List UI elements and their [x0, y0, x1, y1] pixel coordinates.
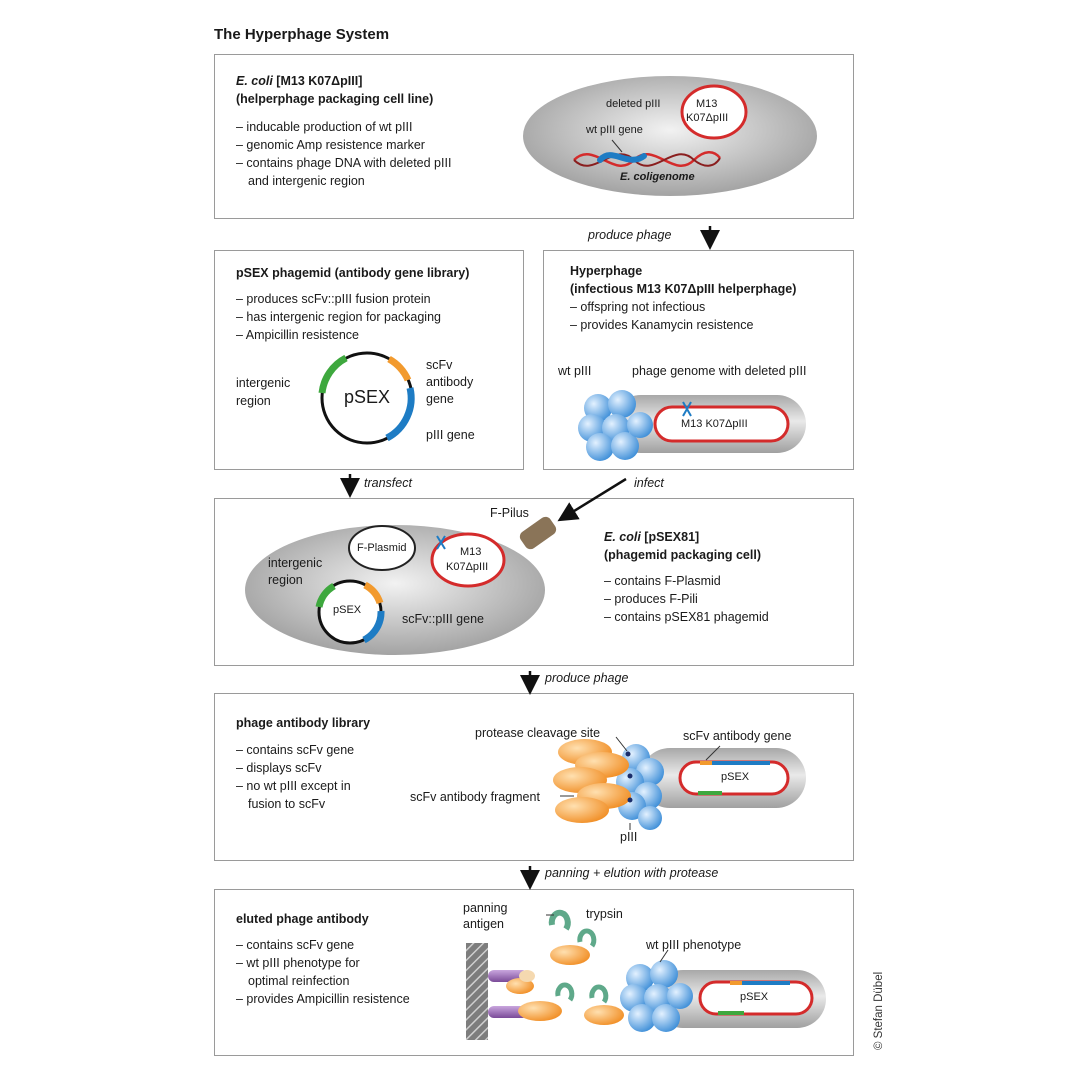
packaging-cell-heading: E. coli [pSEX81] — [604, 530, 700, 544]
eluted-phage-illustration — [466, 909, 826, 1040]
wt-piii-label: wt pIII — [558, 364, 592, 378]
packaging-intergenic-2: region — [268, 573, 303, 587]
plasmid-label-2: K07ΔpIII — [686, 112, 729, 124]
antigen-label-2: antigen — [463, 917, 505, 931]
list-item: – provides Ampicillin resistence — [236, 992, 410, 1006]
hyperphage-illustration — [578, 390, 806, 461]
list-item: – produces F-Pili — [604, 592, 698, 606]
hyperphage-subheading: (infectious M13 K07ΔpIII helperphage) — [570, 282, 797, 296]
list-item: – genomic Amp resistence marker — [236, 138, 425, 152]
piii-gene-label: pIII gene — [426, 428, 475, 442]
copyright-notice: © Stefan Dübel — [873, 971, 885, 1050]
list-item: and intergenic region — [248, 174, 365, 188]
eluted-list: – contains scFv gene – wt pIII phenotype… — [236, 936, 410, 1008]
m13-label-1: M13 — [460, 546, 482, 558]
list-item: – has intergenic region for packaging — [236, 310, 441, 324]
psex-plasmid-illustration — [318, 351, 415, 445]
library-heading: phage antibody library — [236, 716, 371, 730]
antigen-label-1: panning — [463, 901, 508, 915]
scfv-fragment-label: scFv antibody fragment — [410, 790, 540, 804]
flow-infect: infect — [634, 476, 664, 490]
piii-label: pIII — [620, 830, 638, 844]
wt-piii-gene-label: wt pIII gene — [586, 124, 643, 136]
flow-panning: panning + elution with protease — [545, 866, 719, 880]
list-item: – inducable production of wt pIII — [236, 120, 413, 134]
library-psex-label: pSEX — [721, 771, 750, 783]
m13-label-2: K07ΔpIII — [446, 561, 489, 573]
packaging-cell-list: – contains F-Plasmid – produces F-Pili –… — [604, 572, 769, 626]
hyperphage-heading: Hyperphage — [570, 264, 643, 278]
wt-phenotype-label: wt pIII phenotype — [646, 938, 742, 952]
phage-genome-label: phage genome with deleted pIII — [632, 364, 807, 378]
hyperphage-list: – offspring not infectious – provides Ka… — [570, 298, 753, 334]
flow-produce-phage-2: produce phage — [545, 671, 629, 685]
packaging-cell-illustration — [245, 516, 557, 655]
list-item: – Ampicillin resistence — [236, 328, 359, 342]
flow-produce-phage-1: produce phage — [588, 228, 672, 242]
packaging-intergenic-1: intergenic — [268, 556, 323, 570]
eluted-psex-label: pSEX — [740, 991, 769, 1003]
library-list: – contains scFv gene – displays scFv – n… — [236, 741, 354, 813]
list-item: – contains pSEX81 phagemid — [604, 610, 769, 624]
list-item: – contains scFv gene — [236, 743, 355, 757]
packaging-psex-label: pSEX — [333, 604, 362, 616]
list-item: – displays scFv — [236, 761, 322, 775]
fusion-gene-label: scFv::pIII gene — [402, 612, 484, 626]
helper-cell-subheading: (helperphage packaging cell line) — [236, 92, 434, 106]
list-item: – contains scFv gene — [236, 938, 355, 952]
psex-list: – produces scFv::pIII fusion protein – h… — [236, 290, 441, 344]
eluted-heading: eluted phage antibody — [236, 912, 369, 926]
cleavage-site-label: protease cleavage site — [475, 726, 601, 740]
helper-cell-illustration — [523, 76, 817, 196]
psex-heading: pSEX phagemid (antibody gene library) — [236, 266, 470, 280]
list-item: – provides Kanamycin resistence — [570, 318, 754, 332]
scfv-label-1: scFv — [426, 358, 453, 372]
scfv-label-3: gene — [426, 392, 454, 406]
list-item: – contains F-Plasmid — [604, 574, 721, 588]
intergenic-label-2: region — [236, 394, 271, 408]
deleted-piii-label: deleted pIII — [606, 98, 661, 110]
scfv-gene-label: scFv antibody gene — [683, 729, 792, 743]
hyperphage-inner-label: M13 K07ΔpIII — [681, 418, 748, 430]
list-item: – wt pIII phenotype for — [236, 956, 360, 970]
scfv-label-2: antibody — [426, 375, 474, 389]
helper-cell-list: – inducable production of wt pIII – geno… — [236, 118, 451, 190]
list-item: optimal reinfection — [248, 974, 350, 988]
page-title: The Hyperphage System — [214, 26, 390, 43]
list-item: – contains phage DNA with deleted pIII — [236, 156, 452, 170]
list-item: – offspring not infectious — [570, 300, 706, 314]
f-plasmid-label: F-Plasmid — [357, 542, 407, 554]
f-pilus-label: F-Pilus — [490, 506, 529, 520]
packaging-cell-subheading: (phagemid packaging cell) — [604, 548, 761, 562]
phage-library-illustration — [553, 736, 806, 830]
list-item: – no wt pIII except in — [236, 779, 351, 793]
list-item: fusion to scFv — [248, 797, 326, 811]
list-item: – produces scFv::pIII fusion protein — [236, 292, 431, 306]
intergenic-label-1: intergenic — [236, 376, 291, 390]
genome-label: E. coligenome — [620, 171, 695, 183]
psex-center-label: pSEX — [344, 387, 391, 407]
helper-cell-heading: E. coli [M13 K07ΔpIII] — [236, 74, 363, 88]
plasmid-label-1: M13 — [696, 98, 718, 110]
trypsin-label: trypsin — [586, 907, 623, 921]
flow-transfect: transfect — [364, 476, 412, 490]
